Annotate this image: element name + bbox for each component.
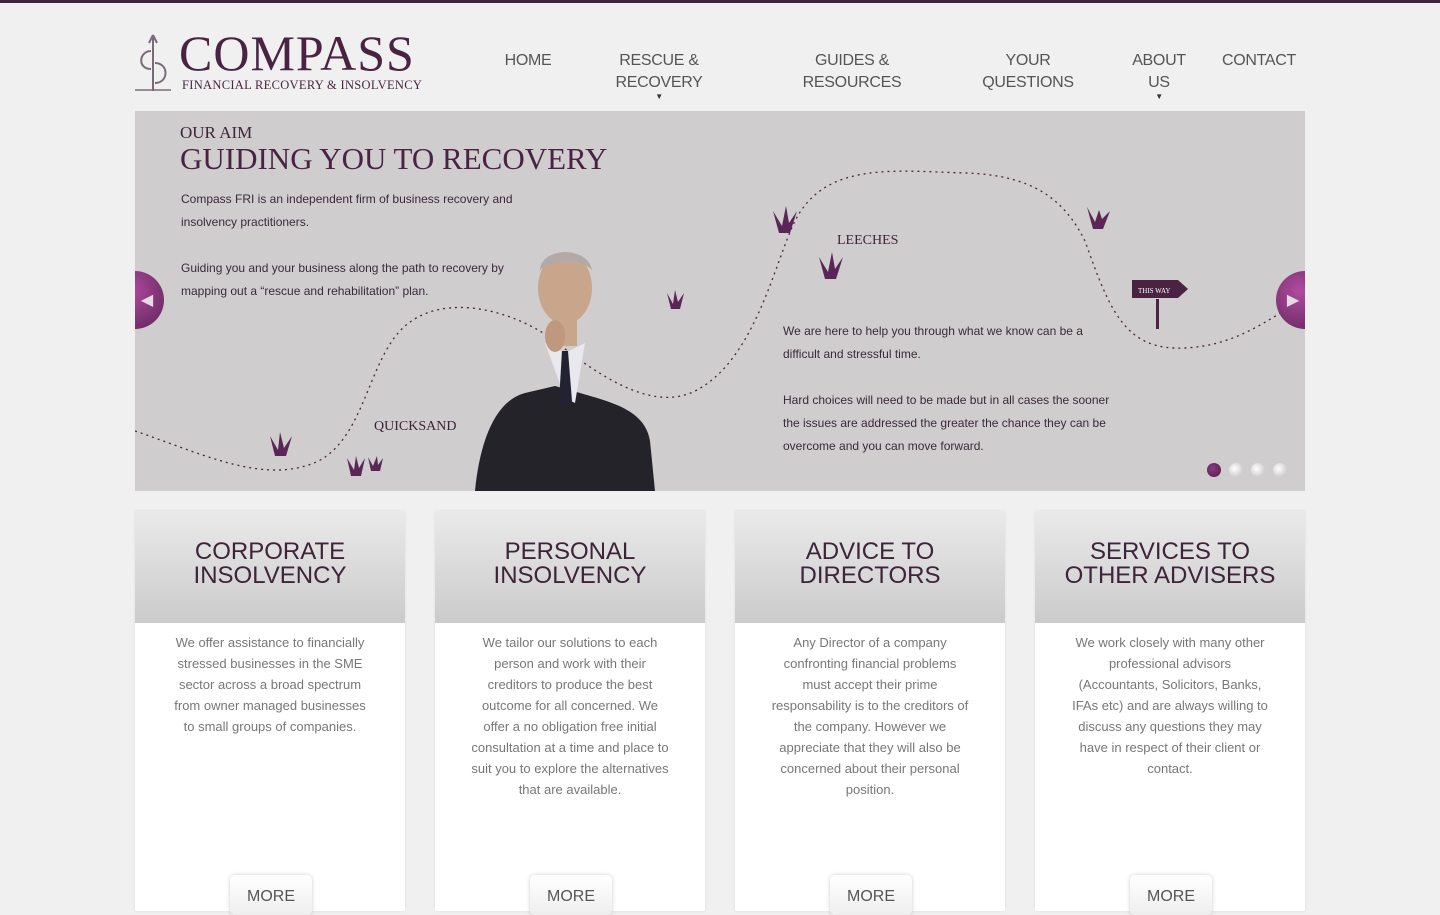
nav-contact[interactable]: CONTACT [1218, 50, 1300, 72]
slide-dot-3[interactable] [1251, 463, 1265, 477]
more-button[interactable]: MORE [230, 875, 312, 915]
more-button[interactable]: MORE [1130, 875, 1212, 915]
logo-name: COMPASS [179, 25, 415, 81]
card-text: Any Director of a company confronting fi… [771, 635, 969, 797]
arrow-right-icon: ▶ [1286, 292, 1300, 309]
logo[interactable]: COMPASS FINANCIAL RECOVERY & INSOLVENCY [135, 25, 435, 93]
nav-label: QUESTIONS [982, 74, 1074, 91]
nav-label: ABOUT [1132, 52, 1186, 69]
nav-label: US [1148, 74, 1170, 91]
logo-tagline: FINANCIAL RECOVERY & INSOLVENCY [182, 78, 423, 92]
hero-slider: THIS WAY OUR AIM GUIDING YOU TO RECOVERY… [135, 111, 1305, 491]
nav-rescue-recovery[interactable]: RESCUE & RECOVERY▼ [604, 50, 714, 101]
card-text: We work closely with many other professi… [1072, 635, 1268, 776]
grass-icon [270, 206, 1110, 476]
path-illustration: THIS WAY [135, 170, 1305, 491]
businessman-image [475, 252, 655, 491]
chevron-down-icon: ▼ [1155, 92, 1163, 101]
nav-your-questions[interactable]: YOUR QUESTIONS [973, 50, 1083, 94]
chevron-down-icon: ▼ [655, 92, 663, 101]
slide-text: Compass FRI is an independent firm of bu… [181, 192, 513, 298]
more-button[interactable]: MORE [530, 875, 612, 915]
more-button[interactable]: MORE [830, 875, 912, 915]
nav-label: GUIDES & [814, 52, 890, 69]
nav-about-us[interactable]: ABOUT US▼ [1124, 50, 1194, 101]
slide-pagination [1207, 463, 1287, 477]
slide-dot-1[interactable] [1207, 463, 1221, 477]
quicksand-label: QUICKSAND [374, 419, 457, 434]
nav-label: RECOVERY [615, 74, 703, 91]
compass-logo-icon [135, 34, 171, 91]
slide-text: We are here to help you through what we … [783, 324, 1110, 453]
card-text: We tailor our solutions to each person a… [471, 635, 669, 797]
nav-label: YOUR [1005, 52, 1051, 69]
slide-title: GUIDING YOU TO RECOVERY [180, 141, 608, 176]
leeches-label: LEECHES [837, 233, 899, 248]
slide-label: OUR AIM [180, 123, 253, 142]
sign-text: THIS WAY [1138, 287, 1170, 295]
nav-label: CONTACT [1221, 52, 1297, 69]
nav-label: RESOURCES [802, 74, 902, 91]
slide-dot-4[interactable] [1273, 463, 1287, 477]
slide-dot-2[interactable] [1229, 463, 1243, 477]
nav-guides-resources[interactable]: GUIDES & RESOURCES [792, 50, 912, 94]
nav-home[interactable]: HOME [496, 50, 560, 72]
nav-label: RESCUE & [619, 52, 699, 69]
card-text: We offer assistance to financially stres… [174, 635, 366, 734]
this-way-sign-icon: THIS WAY [1132, 280, 1188, 329]
arrow-left-icon: ◀ [140, 292, 154, 309]
nav-label: HOME [504, 52, 552, 69]
